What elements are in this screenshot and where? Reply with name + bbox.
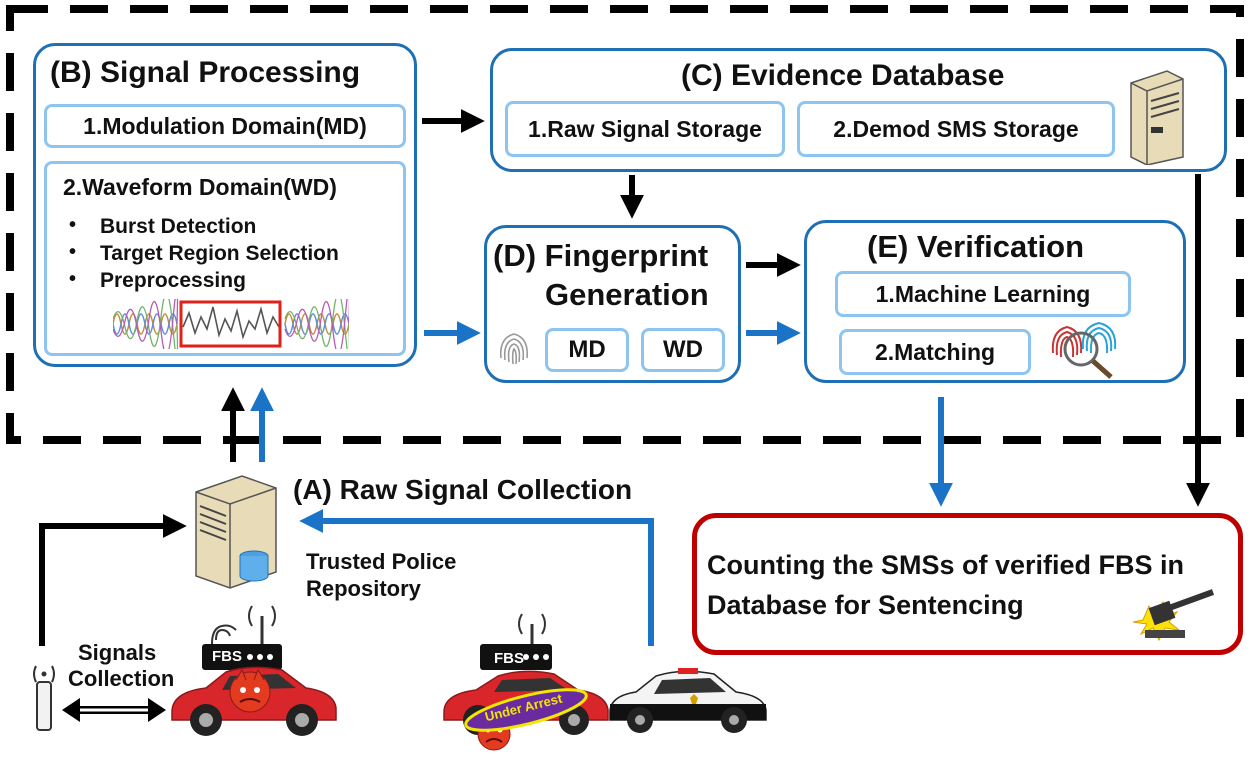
fingerprint-md-box: MD <box>545 328 629 372</box>
gavel-icon <box>1132 589 1215 642</box>
sentencing-box: Counting the SMSs of verified FBS in Dat… <box>692 513 1243 655</box>
fbs-label-right: FBS <box>494 650 524 667</box>
fingerprint-title-line2: Generation <box>545 277 709 312</box>
signal-processing-title: (B) Signal Processing <box>50 56 361 89</box>
waveform-domain-box: 2.Waveform Domain(WD) • Burst Detection … <box>44 161 406 356</box>
evidence-database-box: (C) Evidence Database 1.Raw Signal Stora… <box>490 48 1227 172</box>
fingerprint-icon <box>499 333 529 365</box>
verification-title: (E) Verification <box>867 229 1085 264</box>
repository-label-line1: Trusted Police <box>306 549 457 574</box>
modulation-domain-box: 1.Modulation Domain(MD) <box>44 104 406 148</box>
bullet-icon: • <box>69 214 77 236</box>
repository-label-line2: Repository <box>306 576 421 601</box>
signals-collection-line2: Collection <box>68 666 175 691</box>
waveform-image <box>113 299 349 349</box>
fbs-car-arrested <box>443 613 609 751</box>
raw-signal-storage-box: 1.Raw Signal Storage <box>505 101 785 157</box>
fingerprint-wd-box: WD <box>641 328 725 372</box>
fingerprint-magnifier-icon <box>1051 321 1117 379</box>
step-preprocessing: Preprocessing <box>100 269 246 292</box>
verification-box: (E) Verification 1.Machine Learning 2.Ma… <box>804 220 1186 383</box>
waveform-domain-label: 2.Waveform Domain(WD) <box>63 174 337 200</box>
fbs-label-left: FBS <box>212 648 242 665</box>
bullet-icon: • <box>69 268 77 290</box>
database-server-icon <box>1130 70 1184 165</box>
cell-tower-icon <box>33 665 55 731</box>
evidence-database-title: (C) Evidence Database <box>681 59 1005 92</box>
raw-signal-collection-title: (A) Raw Signal Collection <box>293 474 633 505</box>
step-burst-detection: Burst Detection <box>100 215 257 238</box>
matching-box: 2.Matching <box>839 329 1031 375</box>
demod-sms-storage-box: 2.Demod SMS Storage <box>797 101 1115 157</box>
fingerprint-title-line1: (D) Fingerprint <box>493 238 709 273</box>
sentencing-line2: Database for Sentencing <box>707 590 1024 620</box>
police-car <box>609 668 767 733</box>
fingerprint-generation-box: (D) Fingerprint Generation MD WD <box>484 225 741 383</box>
bullet-icon: • <box>69 241 77 263</box>
signal-processing-box: (B) Signal Processing 1.Modulation Domai… <box>33 43 417 367</box>
step-target-region: Target Region Selection <box>100 242 339 265</box>
machine-learning-box: 1.Machine Learning <box>835 271 1131 317</box>
sentencing-line1: Counting the SMSs of verified FBS in <box>707 550 1185 580</box>
police-server-icon <box>195 475 277 589</box>
signals-collection-line1: Signals <box>78 640 157 665</box>
fbs-car-left <box>171 605 337 736</box>
